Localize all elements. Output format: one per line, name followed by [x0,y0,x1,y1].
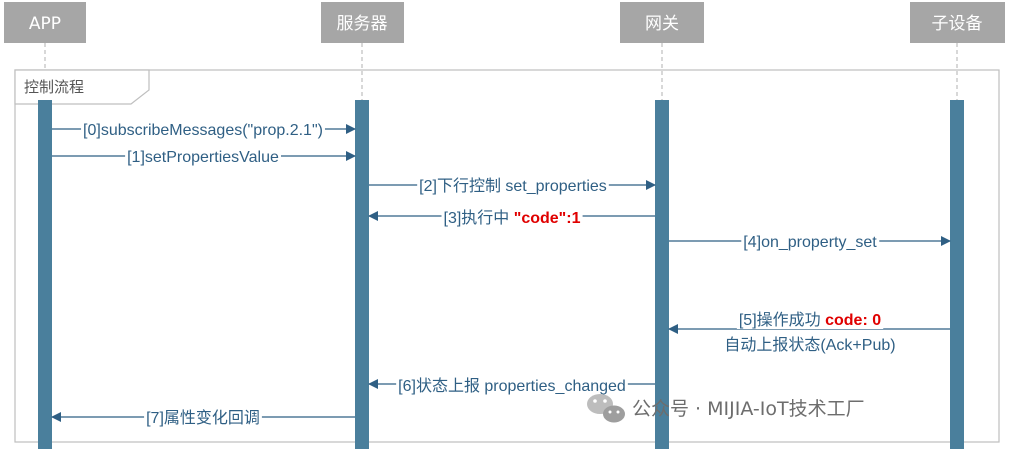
label-background [417,177,609,195]
message-text: [1]setPropertiesValue [127,149,279,166]
activation-bar-subdevice [950,100,964,449]
label-background [722,336,898,354]
activation-bar-server [355,100,369,449]
message-text: [2]下行控制 set_properties [419,177,607,195]
activation-bar-gateway [655,100,669,449]
status-code-highlight: code: 0 [825,312,881,329]
actor-label-app: APP [29,14,61,34]
wechat-icon [587,394,625,423]
message-label-line2: 自动上报状态(Ack+Pub) [724,336,895,354]
label-background [396,377,628,395]
message-text: [3]执行中 [444,209,514,227]
message-1: [1]setPropertiesValue [52,149,356,166]
message-5: [5]操作成功 code: 0 自动上报状态(Ack+Pub) [668,311,950,354]
actor-label-subdevice: 子设备 [932,14,983,34]
message-label: [5]操作成功 code: 0 [739,311,881,329]
status-code-highlight: "code":1 [514,210,581,227]
message-label: [1]setPropertiesValue [127,149,279,166]
actor-label-server: 服务器 [337,14,388,34]
actor-label-gateway: 网关 [645,14,679,34]
label-background [736,311,884,329]
control-flow-frame [14,69,1000,443]
label-background [125,149,281,166]
actor-subdevice: 子设备 [910,2,1005,43]
message-0: [0]subscribeMessages("prop.2.1") [52,122,356,139]
message-label: [2]下行控制 set_properties [419,177,607,195]
message-label: [3]执行中 "code":1 [444,209,581,227]
actor-gateway: 网关 [620,2,704,43]
actor-app: APP [4,2,86,43]
label-background [144,409,262,427]
message-text: [0]subscribeMessages("prop.2.1") [83,122,323,139]
actor-server: 服务器 [321,2,404,43]
message-4: [4]on_property_set [669,234,951,251]
message-label: [7]属性变化回调 [146,409,260,427]
label-background [81,122,325,139]
activation-bar-app [38,100,52,449]
message-text: [7]属性变化回调 [146,409,260,427]
label-background [441,209,583,227]
message-text: [4]on_property_set [743,234,877,251]
message-6: [6]状态上报 properties_changed [368,377,655,395]
actor-box [910,2,1005,43]
watermark-text: 公众号 · MIJIA-IoT技术工厂 [632,398,865,420]
message-2: [2]下行控制 set_properties [369,177,656,195]
actor-box [4,2,86,43]
message-3: [3]执行中 "code":1 [368,209,655,227]
message-text: [6]状态上报 properties_changed [398,377,626,395]
message-text: [5]操作成功 [739,311,825,329]
label-background [741,234,880,251]
actor-box [321,2,404,43]
actor-box [620,2,704,43]
message-label: [4]on_property_set [743,234,877,251]
frame-label: 控制流程 [24,78,84,96]
message-label: [6]状态上报 properties_changed [398,377,626,395]
message-7: [7]属性变化回调 [51,409,355,427]
message-label: [0]subscribeMessages("prop.2.1") [83,122,323,139]
frame-tab [14,69,150,105]
watermark: 公众号 · MIJIA-IoT技术工厂 [587,394,865,423]
